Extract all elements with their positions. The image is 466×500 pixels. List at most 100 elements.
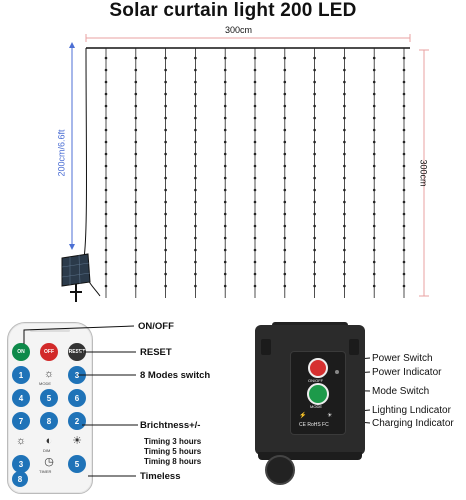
led-bulb: [343, 116, 346, 120]
remote-mode-5-button[interactable]: 5: [40, 389, 58, 407]
led-bulb: [283, 284, 287, 288]
remote-mode-2-button[interactable]: 2: [68, 412, 86, 430]
led-bulb: [134, 80, 138, 84]
led-bulb: [104, 56, 108, 60]
led-bulb: [313, 272, 316, 276]
led-bulb: [194, 188, 197, 192]
remote-on-button[interactable]: ON: [12, 343, 30, 361]
led-bulb: [402, 68, 406, 72]
led-bulb: [194, 284, 197, 288]
led-bulb: [223, 68, 227, 72]
led-bulb: [372, 92, 376, 96]
led-bulb: [313, 188, 316, 192]
led-bulb: [343, 164, 346, 168]
timing-callout-3h: Timing 3 hours: [144, 437, 202, 446]
remote-timer-5-button[interactable]: 5: [68, 455, 86, 473]
led-bulb: [223, 248, 227, 252]
led-bulb: [104, 260, 108, 264]
remote-off-button[interactable]: OFF: [40, 343, 58, 361]
led-bulb: [253, 176, 257, 180]
led-bulb: [283, 68, 287, 72]
led-bulb: [223, 140, 227, 144]
led-bulb: [223, 152, 227, 156]
led-bulb: [253, 224, 257, 228]
led-bulb: [402, 284, 406, 288]
led-bulb: [402, 152, 406, 156]
led-bulb: [343, 56, 346, 60]
led-bulb: [372, 248, 376, 252]
mode-switch-button[interactable]: [307, 383, 329, 405]
remote-mode-1-button[interactable]: 1: [12, 366, 30, 384]
led-bulb: [283, 56, 287, 60]
brightness-callout: Brichtness+/-: [140, 420, 201, 431]
led-bulb: [283, 212, 287, 216]
led-bulb: [134, 104, 138, 108]
led-bulb: [223, 80, 227, 84]
led-bulb: [402, 236, 406, 240]
led-bulb: [194, 236, 197, 240]
led-bulb: [194, 80, 197, 84]
led-bulb: [223, 236, 227, 240]
led-bulb: [194, 212, 197, 216]
dim-icon: ◐: [45, 435, 53, 447]
led-bulb: [343, 224, 346, 228]
led-bulb: [223, 224, 227, 228]
led-bulb: [253, 188, 257, 192]
remote-timer-3-button[interactable]: 3: [12, 455, 30, 473]
led-bulb: [372, 200, 376, 204]
lead-wire: [83, 47, 87, 259]
led-bulb: [104, 284, 108, 288]
led-bulb: [223, 92, 227, 96]
led-bulb: [253, 152, 257, 156]
remote-control: ON OFF RESET 1 ☼ 3 MODE 4 5 6 7 8 2 ☼ ◐ …: [7, 322, 93, 494]
led-bulb: [343, 200, 346, 204]
power-switch-button[interactable]: [308, 358, 328, 378]
led-bulb: [372, 212, 376, 216]
led-bulb: [313, 140, 316, 144]
led-bulb: [372, 116, 376, 120]
led-bulb: [194, 128, 197, 132]
led-bulb: [402, 212, 406, 216]
led-bulb: [372, 104, 376, 108]
remote-mode-6-button[interactable]: 6: [68, 389, 86, 407]
timing-callout-8h: Timing 8 hours: [144, 457, 202, 466]
remote-reset-button[interactable]: RESET: [68, 343, 86, 361]
led-bulb: [223, 56, 227, 60]
led-bulb: [402, 224, 406, 228]
led-bulb: [283, 200, 287, 204]
led-bulb: [283, 104, 287, 108]
led-bulb: [372, 272, 376, 276]
led-bulb: [313, 260, 316, 264]
power-indicator-callout: Power Indicator: [372, 367, 442, 378]
led-bulb: [253, 200, 257, 204]
led-bulb: [164, 92, 167, 96]
led-bulb: [313, 200, 316, 204]
led-bulb: [134, 56, 138, 60]
mode-switch-callout: Mode Switch: [372, 386, 430, 397]
led-bulb: [402, 92, 406, 96]
led-bulb: [253, 68, 257, 72]
remote-timer-8-button[interactable]: 8: [12, 471, 28, 487]
cable-connector: [265, 455, 295, 485]
panel-certification-marks: CE RoHS FC: [299, 422, 329, 428]
led-bulb: [402, 272, 406, 276]
led-bulb: [164, 140, 167, 144]
led-bulb: [372, 152, 376, 156]
led-bulb: [104, 116, 108, 120]
led-bulb: [402, 116, 406, 120]
led-bulb: [104, 272, 108, 276]
remote-mode-7-button[interactable]: 7: [12, 412, 30, 430]
power-indicator-led: [335, 370, 339, 374]
remote-mode-3-button[interactable]: 3: [68, 366, 86, 384]
led-bulb: [313, 236, 316, 240]
led-bulb: [343, 248, 346, 252]
led-bulb: [313, 164, 316, 168]
led-bulb: [134, 248, 138, 252]
remote-mode-4-button[interactable]: 4: [12, 389, 30, 407]
led-bulb: [313, 224, 316, 228]
timeless-callout: Timeless: [140, 471, 181, 482]
led-bulb: [402, 128, 406, 132]
led-bulb: [283, 92, 287, 96]
led-bulb: [343, 80, 346, 84]
remote-mode-8-button[interactable]: 8: [40, 412, 58, 430]
